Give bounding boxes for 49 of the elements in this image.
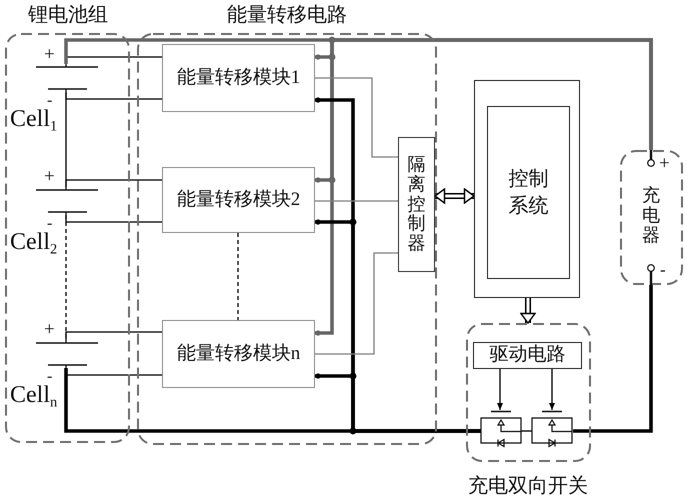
- wire: [65, 331, 162, 340]
- group-title: 能量转移电路: [227, 3, 347, 27]
- wire: [521, 430, 532, 432]
- dashed-wire: [65, 215, 67, 340]
- mosfet-symbol: [481, 410, 521, 448]
- control-unit-label: 控制系统: [508, 166, 550, 218]
- plus-sign: +: [44, 167, 55, 186]
- controller-label: 隔离控制器: [408, 155, 426, 254]
- plus-sign: +: [44, 320, 55, 339]
- wire: [315, 200, 398, 202]
- module-label: 能量转移模块2: [176, 188, 300, 212]
- mosfet-symbol: [532, 410, 573, 448]
- bus-wire: [315, 38, 653, 336]
- wire: [65, 92, 67, 187]
- group-title: 充电双向开关: [468, 474, 588, 498]
- control-unit-frame: [474, 80, 580, 298]
- hollow-arrow: [520, 298, 536, 324]
- minus-sign: -: [660, 261, 666, 278]
- battery-symbol: [34, 64, 100, 92]
- driver-label: 驱动电路: [490, 344, 566, 367]
- arrow: [549, 369, 555, 410]
- plus-sign: +: [659, 154, 670, 173]
- module-label: 能量转移模块n: [176, 342, 300, 366]
- cell-label: Cell$_{1}$: [10, 106, 58, 132]
- module-box: [162, 167, 315, 233]
- minus-sign: -: [47, 369, 52, 385]
- group-title: 锂电池组: [28, 3, 108, 27]
- bus-wire: [573, 285, 653, 433]
- charger-label: 充电器: [642, 186, 660, 246]
- module-box: [162, 44, 315, 112]
- dashed-charger-frame: [620, 150, 683, 285]
- minus-sign: -: [47, 93, 52, 109]
- plus-sign: +: [44, 45, 55, 64]
- wire: [315, 252, 398, 355]
- wire: [315, 77, 398, 158]
- cell-label: Cell$_{2}$: [10, 229, 58, 256]
- control-unit-box: [487, 106, 570, 279]
- cell-label: Cell$_{n}$: [10, 382, 58, 408]
- controller-box: [398, 137, 435, 272]
- driver-box: [473, 342, 582, 369]
- bus-wire: [315, 373, 481, 433]
- arrow: [497, 369, 503, 410]
- double-hollow-arrow: [434, 188, 475, 204]
- dashed-wire: [237, 233, 239, 320]
- minus-sign: -: [47, 216, 52, 232]
- battery-symbol: [34, 340, 100, 368]
- module-label: 能量转移模块1: [176, 66, 300, 90]
- battery-symbol: [34, 187, 100, 215]
- module-box: [162, 320, 315, 388]
